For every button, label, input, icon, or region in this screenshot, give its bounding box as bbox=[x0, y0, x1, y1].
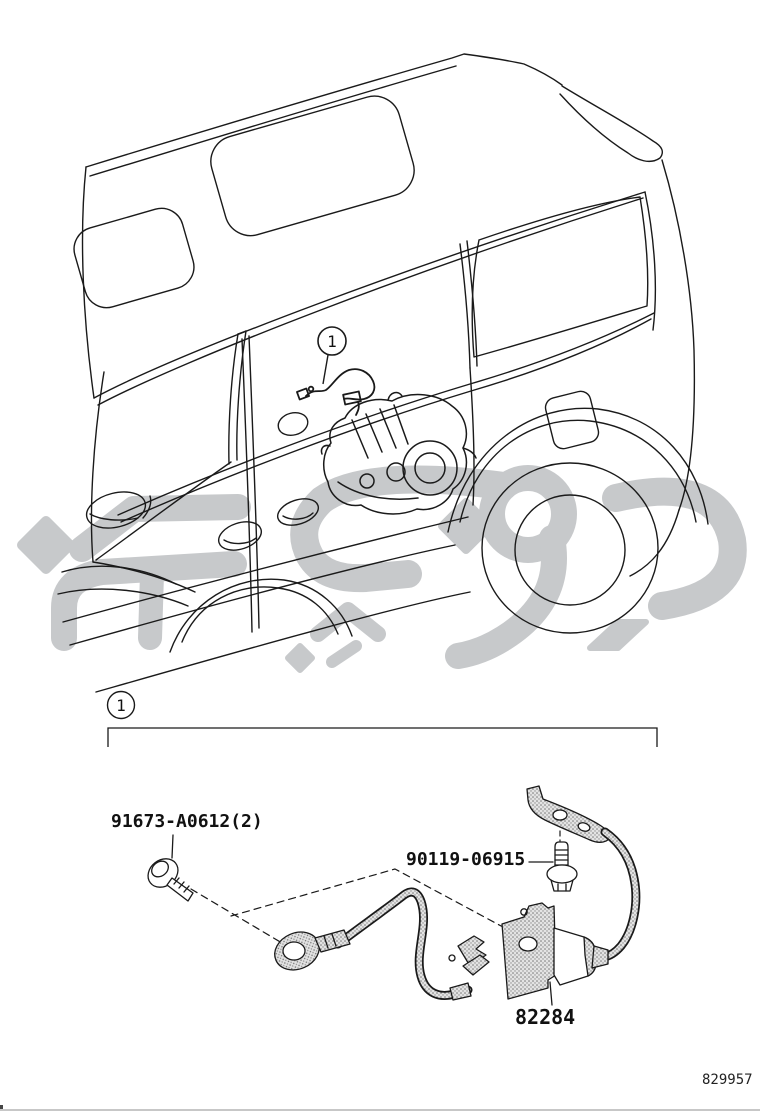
sunroof-main bbox=[210, 95, 415, 237]
group-bracket bbox=[107, 727, 658, 747]
ring-terminal-drawing bbox=[274, 929, 351, 971]
fuel-door bbox=[544, 390, 600, 450]
callout-1-section-number: 1 bbox=[116, 696, 126, 715]
sunroof-front bbox=[73, 207, 195, 309]
watermark-diamond bbox=[17, 516, 75, 574]
parts-detail-drawing bbox=[147, 785, 641, 1006]
rear-tire bbox=[481, 462, 659, 634]
vehicle-illustration bbox=[57, 53, 709, 693]
assembly-dashed-line bbox=[230, 868, 504, 928]
watermark-logo bbox=[17, 465, 747, 673]
part-number-label-amplifier: 82284 bbox=[515, 1005, 576, 1029]
side-mirror bbox=[85, 491, 147, 529]
bolt-drawing bbox=[147, 858, 194, 902]
part-number-label-screw: 90119-06915 bbox=[406, 849, 526, 870]
wire-harness-illustration bbox=[296, 368, 376, 416]
mounting-bracket-drawing bbox=[526, 785, 612, 843]
leader-line-bolt bbox=[171, 834, 174, 859]
callout-1-vehicle-number: 1 bbox=[327, 332, 337, 351]
figure-number: 829957 bbox=[702, 1072, 753, 1088]
page-bottom-rule bbox=[0, 1109, 760, 1111]
scan-artifact-dot bbox=[0, 1105, 3, 1109]
door-handle bbox=[217, 521, 263, 551]
antenna-cable-left bbox=[333, 887, 473, 1000]
callout-1-vehicle: 1 bbox=[317, 326, 347, 385]
part-number-label-bolt: 91673-A0612(2) bbox=[111, 811, 263, 832]
transmission-illustration bbox=[320, 391, 477, 515]
leader-line-unit bbox=[549, 981, 553, 1006]
callout-1-section: 1 bbox=[106, 690, 136, 720]
antenna-cable-right bbox=[599, 827, 641, 962]
door-handle bbox=[276, 498, 320, 526]
rear-wheel-rim bbox=[514, 494, 626, 606]
screw-drawing bbox=[546, 841, 578, 892]
amplifier-unit-drawing bbox=[448, 902, 609, 1001]
rear-spoiler bbox=[559, 85, 663, 163]
assembly-dashed-line bbox=[190, 888, 283, 944]
